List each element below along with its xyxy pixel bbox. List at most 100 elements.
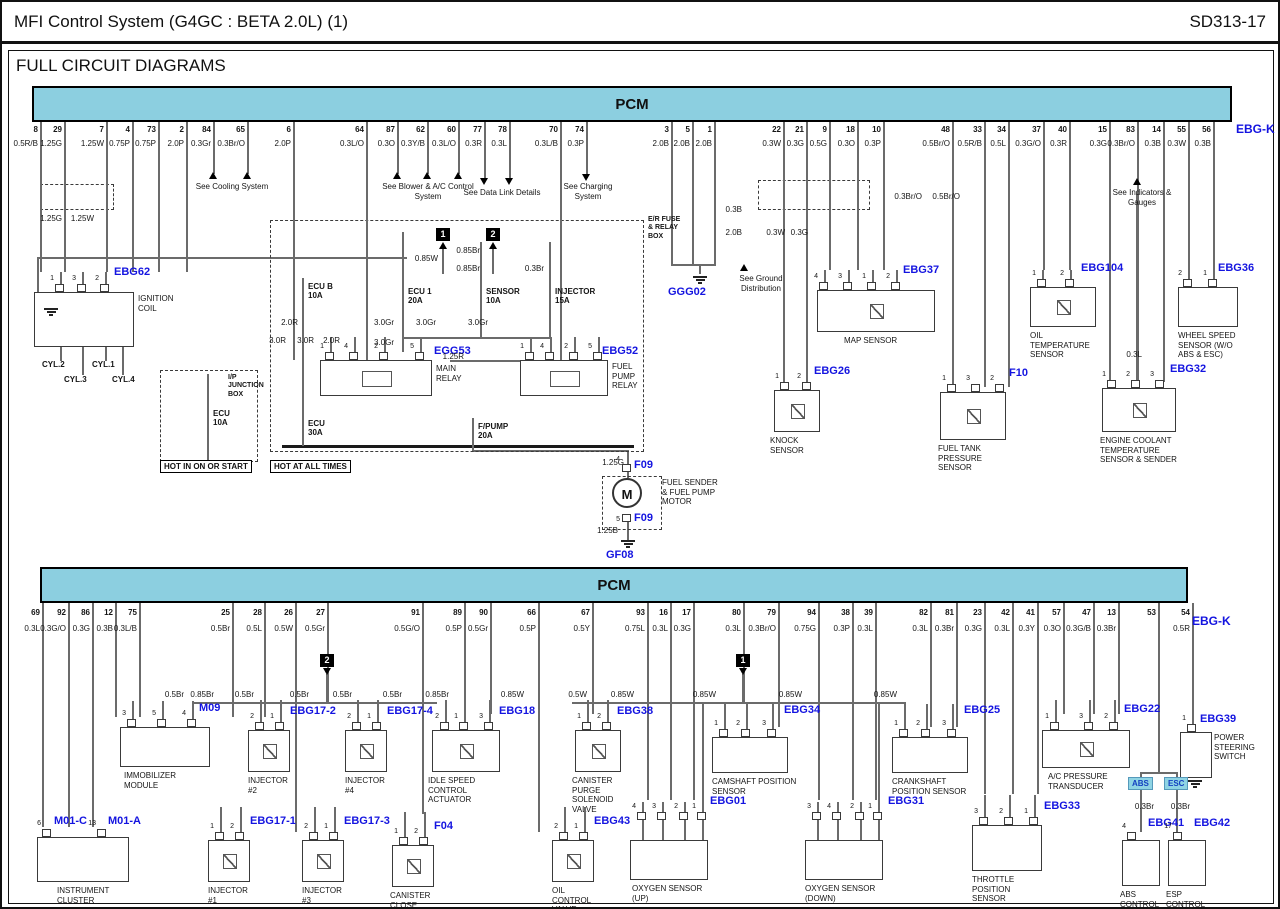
connector-label-F10[interactable]: F10 <box>1009 367 1028 379</box>
connector-label-EBG43[interactable]: EBG43 <box>594 815 631 827</box>
component-name: IDLE SPEED CONTROL ACTUATOR <box>428 776 476 805</box>
pcm-wire <box>232 603 234 717</box>
dashed-enclosure <box>40 184 114 210</box>
component-stub-wire <box>684 802 686 812</box>
component-box-tps <box>972 825 1042 871</box>
component-stub-wire <box>1070 270 1072 279</box>
pcm-wire <box>930 603 932 727</box>
connector-label-EBG22[interactable]: EBG22 <box>1124 703 1161 715</box>
wire-segment <box>1140 774 1142 779</box>
connector-label-EBG32[interactable]: EBG32 <box>1170 363 1207 375</box>
component-stub-wire <box>724 704 726 729</box>
component-stub-wire <box>82 272 84 284</box>
pcm-wire <box>1043 122 1045 270</box>
wire-gauge-label: 0.3Br <box>524 264 544 273</box>
ground-symbol <box>1188 780 1202 782</box>
pcm-pin-number: 17 <box>682 608 691 617</box>
connector-label-EBG42[interactable]: EBG42 <box>1194 817 1231 829</box>
connector-label-EBG34[interactable]: EBG34 <box>784 704 821 716</box>
connector-pin-number: 1 <box>1024 808 1028 815</box>
wire-segment <box>402 309 404 352</box>
connector-pin-number: 3 <box>1079 713 1083 720</box>
fuse-name: ECU <box>213 409 230 418</box>
connector-pin-number: 3 <box>122 710 126 717</box>
pcm-pin-number: 92 <box>57 608 66 617</box>
connector-pin-number: 1 <box>320 343 324 350</box>
harness-label-ebg-k[interactable]: EBG-K <box>1236 122 1275 136</box>
ref-note: See Data Link Details <box>463 188 541 197</box>
pcm-wire <box>40 122 42 272</box>
connector-label-EBG39[interactable]: EBG39 <box>1200 713 1237 725</box>
connector-pin-number: 5 <box>616 516 620 523</box>
connector-label-EGG53[interactable]: EGG53 <box>434 345 471 357</box>
connector-pin <box>593 352 602 360</box>
connector-label-EBG25[interactable]: EBG25 <box>964 704 1001 716</box>
connector-label-EBG52[interactable]: EBG52 <box>602 345 639 357</box>
wire-gauge-label: 3.0R <box>297 336 314 345</box>
connector-label-EBG104[interactable]: EBG104 <box>1081 262 1124 274</box>
wire-gauge-label: 0.3L/B <box>113 624 137 633</box>
connector-label-EBG17-1[interactable]: EBG17-1 <box>250 815 296 827</box>
pcm-pin-number: 27 <box>316 608 325 617</box>
ground-label-GGG02[interactable]: GGG02 <box>668 286 706 298</box>
wire-gauge-label: 0.85W <box>778 690 802 699</box>
connector-label-EBG18[interactable]: EBG18 <box>499 705 536 717</box>
pcm-wire <box>484 122 486 178</box>
connector-pin-number: 4 <box>827 803 831 810</box>
wire-gauge-label: 0.3P <box>864 139 881 148</box>
fuse-rating: 10A <box>308 291 323 300</box>
connector-label-EBG31[interactable]: EBG31 <box>888 795 925 807</box>
wire-gauge-label: 0.3G/B <box>1066 624 1091 633</box>
ground-label-GF08[interactable]: GF08 <box>606 549 634 561</box>
connector-label-M09[interactable]: M09 <box>199 702 221 714</box>
connector-pin <box>1037 279 1046 287</box>
ip-junction-box-label: I/P JUNCTION BOX <box>228 374 264 398</box>
component-stub-wire <box>662 802 664 812</box>
pcm-wire <box>264 603 266 717</box>
page-title: MFI Control System (G4GC : BETA 2.0L) (1… <box>14 12 349 31</box>
connector-label-F09[interactable]: F09 <box>634 512 653 524</box>
connector-pin <box>843 282 852 290</box>
wire-segment <box>1140 789 1142 832</box>
connector-label-EBG33[interactable]: EBG33 <box>1044 800 1081 812</box>
pcm-wire <box>818 603 820 800</box>
connector-pin-number: 2 <box>1126 371 1130 378</box>
pcm-wire <box>829 122 831 270</box>
connector-label-EBG01[interactable]: EBG01 <box>710 795 747 807</box>
wire-gauge-label: 0.3Br/O <box>1107 139 1135 148</box>
pcm-wire <box>692 122 694 264</box>
connector-label-M01-C[interactable]: M01-C <box>54 815 88 827</box>
wire-segment <box>192 702 437 704</box>
connector-pin <box>979 817 988 825</box>
connector-pin <box>622 464 631 472</box>
connector-label-EBG41[interactable]: EBG41 <box>1148 817 1185 829</box>
connector-label-EBG26[interactable]: EBG26 <box>814 365 851 377</box>
connector-label-EBG37[interactable]: EBG37 <box>903 264 940 276</box>
wire-gauge-label: 0.3Br <box>934 624 954 633</box>
component-name: ENGINE COOLANT TEMPERATURE SENSOR & SEND… <box>1100 436 1177 465</box>
connector-label-M01-A[interactable]: M01-A <box>108 815 142 827</box>
connector-label-EBG38[interactable]: EBG38 <box>617 705 654 717</box>
wire-segment <box>122 347 124 375</box>
component-stub-wire <box>530 337 532 352</box>
component-stub-wire <box>817 802 819 812</box>
connector-label-EBG17-4[interactable]: EBG17-4 <box>387 705 433 717</box>
pcm-wire <box>1137 122 1139 382</box>
connector-label-EBG17-3[interactable]: EBG17-3 <box>344 815 390 827</box>
component-stub-wire <box>132 701 134 719</box>
component-stub-wire <box>772 704 774 729</box>
harness-label-ebg-k[interactable]: EBG-K <box>1192 614 1231 628</box>
connector-label-EBG36[interactable]: EBG36 <box>1218 262 1255 274</box>
component-symbol <box>360 744 374 759</box>
connector-label-EBG17-2[interactable]: EBG17-2 <box>290 705 336 717</box>
pcm-pin-number: 66 <box>527 608 536 617</box>
component-name: ABS CONTROL MODULE <box>1120 890 1159 909</box>
wire-gauge-label: 1.25G <box>40 214 62 223</box>
connector-label-F09[interactable]: F09 <box>634 459 653 471</box>
connector-pin <box>899 729 908 737</box>
pcm-wire <box>464 603 466 714</box>
wire-gauge-label: 0.5Br <box>234 690 254 699</box>
connector-label-F04[interactable]: F04 <box>434 820 453 832</box>
connector-label-EBG62[interactable]: EBG62 <box>114 266 151 278</box>
component-box-immo <box>120 727 210 767</box>
